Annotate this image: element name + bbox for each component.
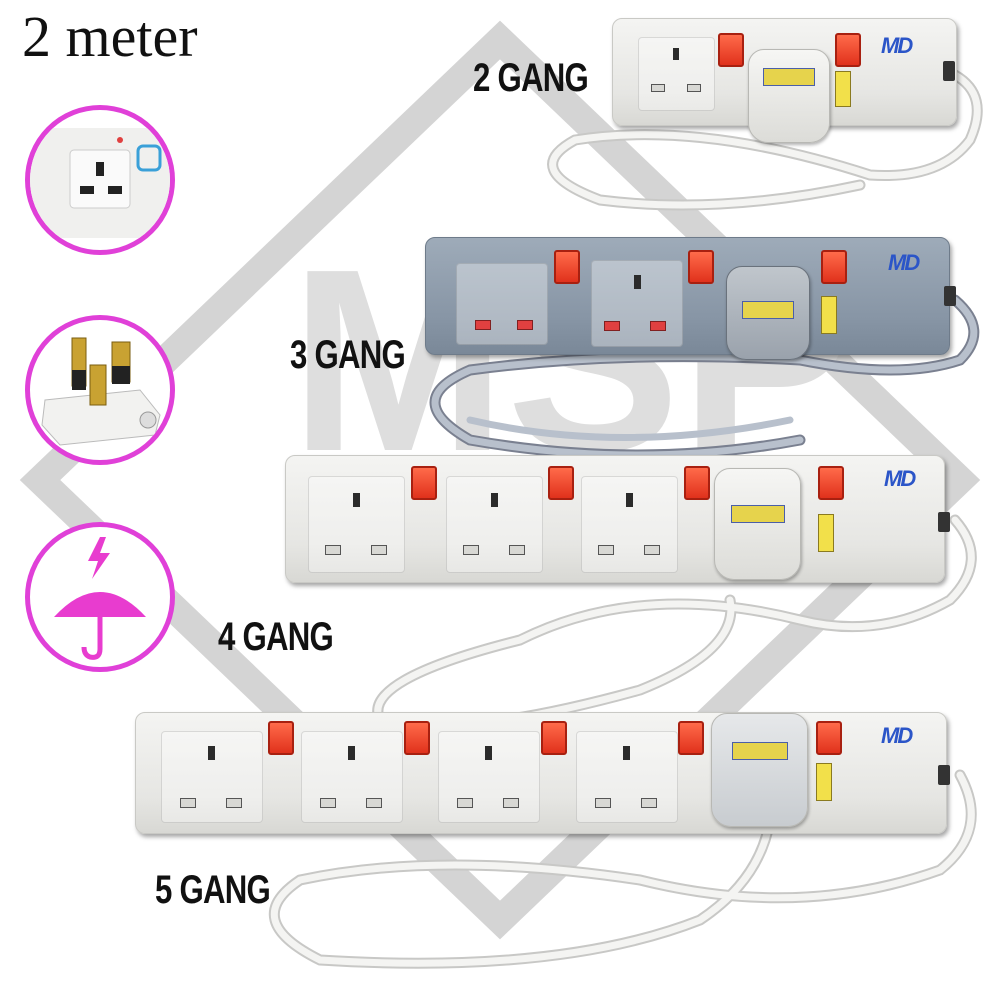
page-title: 2 meter (22, 4, 198, 69)
safety-sticker (821, 296, 837, 334)
red-switch (268, 721, 294, 755)
socket-closeup-icon (30, 128, 170, 238)
red-switch (554, 250, 580, 284)
safety-sticker (816, 763, 832, 801)
socket-outlet (576, 731, 678, 823)
socket-outlet (446, 476, 543, 573)
socket-closeup-circle (25, 105, 175, 255)
3-pin-plug-icon (41, 337, 161, 446)
gang-label-4: 4 GANG (218, 615, 334, 659)
socket-outlet (581, 476, 678, 573)
power-strip-5-gang: MD (135, 712, 950, 834)
brand-logo: MD (888, 250, 920, 275)
plug-closeup-circle (25, 315, 175, 465)
power-strip-2-gang: MD (612, 18, 957, 143)
gang-label-3: 3 GANG (290, 333, 406, 377)
red-switch (684, 466, 710, 500)
plug (711, 713, 808, 827)
socket-outlet (456, 263, 548, 345)
plug (726, 266, 810, 360)
power-strip-4-gang: MD (285, 455, 950, 583)
surge-protection-circle (25, 522, 175, 672)
umbrella-lightning-icon (54, 537, 146, 660)
red-switch (404, 721, 430, 755)
red-switch (718, 33, 744, 67)
socket-outlet (308, 476, 405, 573)
red-switch (816, 721, 842, 755)
red-switch (688, 250, 714, 284)
safety-sticker (818, 514, 834, 552)
red-switch (835, 33, 861, 67)
red-switch (411, 466, 437, 500)
plug (748, 49, 830, 143)
socket-outlet (591, 260, 683, 347)
power-strip-3-gang: MD (425, 237, 956, 360)
red-switch (818, 466, 844, 500)
brand-logo: MD (881, 33, 913, 58)
socket-outlet (161, 731, 263, 823)
brand-logo: MD (884, 466, 916, 491)
red-switch (548, 466, 574, 500)
gang-label-2: 2 GANG (473, 56, 589, 100)
socket-outlet (301, 731, 403, 823)
red-switch (678, 721, 704, 755)
brand-logo: MD (881, 723, 913, 748)
safety-sticker (835, 71, 851, 107)
red-switch (541, 721, 567, 755)
gang-label-5: 5 GANG (155, 868, 271, 912)
socket-outlet (638, 37, 715, 111)
socket-outlet (438, 731, 540, 823)
plug (714, 468, 801, 580)
red-switch (821, 250, 847, 284)
